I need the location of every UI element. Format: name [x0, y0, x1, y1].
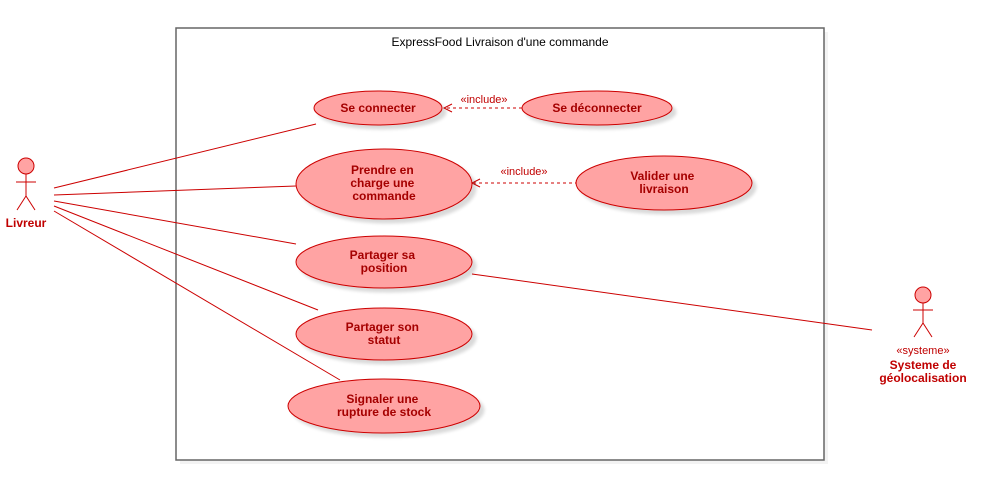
- use-case-label-valider-livraison: Valider une livraison: [630, 169, 697, 196]
- association-prendre-en-charge[interactable]: [53, 185, 297, 196]
- actor-stick-figure-icon: [16, 157, 36, 211]
- actor-geolocalisation[interactable]: «systeme» Systeme de géolocalisation: [879, 286, 967, 385]
- actor-geolocalisation-label-line1: Systeme de: [890, 358, 957, 372]
- actor-livreur[interactable]: Livreur: [6, 157, 47, 230]
- use-case-label-se-connecter: Se connecter: [340, 101, 416, 115]
- use-case-signaler-rupture[interactable]: [287, 378, 481, 434]
- system-boundary[interactable]: ExpressFood Livraison d'une commande: [175, 27, 828, 464]
- use-case-se-deconnecter[interactable]: [521, 90, 673, 126]
- use-case-label-partager-position: Partager sa position: [350, 248, 419, 275]
- use-case-partager-position[interactable]: [295, 235, 473, 289]
- actor-livreur-label: Livreur: [6, 216, 47, 230]
- actor-geolocalisation-label-line2: géolocalisation: [879, 371, 966, 385]
- use-case-se-connecter[interactable]: [313, 90, 443, 126]
- association-signaler-rupture[interactable]: [53, 210, 341, 381]
- association-partager-statut[interactable]: [53, 205, 319, 311]
- include-label-1: «include»: [460, 94, 507, 106]
- use-case-label-se-deconnecter: Se déconnecter: [552, 101, 642, 115]
- use-case-label-prendre-en-charge: Prendre en charge une commande: [350, 163, 417, 203]
- use-case-label-partager-statut: Partager son statut: [346, 320, 423, 347]
- actor-stick-figure-icon: [913, 286, 933, 338]
- associations: [53, 123, 873, 381]
- system-title: ExpressFood Livraison d'une commande: [391, 35, 608, 49]
- association-se-connecter[interactable]: [53, 123, 317, 189]
- use-case-partager-statut[interactable]: [295, 307, 473, 361]
- actor-geolocalisation-stereotype: «systeme»: [896, 345, 949, 357]
- use-case-valider-livraison[interactable]: [575, 155, 753, 211]
- association-geolocalisation[interactable]: [471, 273, 873, 331]
- use-case-label-signaler-rupture: Signaler une rupture de stock: [337, 392, 431, 419]
- association-partager-position[interactable]: [53, 200, 297, 245]
- use-case-prendre-en-charge[interactable]: [295, 148, 473, 220]
- include-label-2: «include»: [500, 166, 547, 178]
- include-relation-1[interactable]: «include»: [442, 94, 522, 113]
